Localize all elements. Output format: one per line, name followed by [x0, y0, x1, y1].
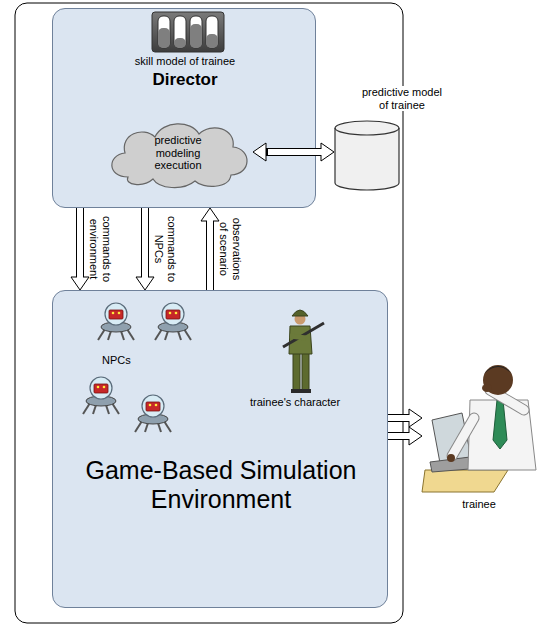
npc-robot	[135, 395, 171, 432]
character-label: trainee's character	[250, 396, 340, 409]
trainee-figure	[483, 365, 513, 395]
connector-label: commands to environment	[88, 213, 113, 285]
box-text: skill model of trainee	[53, 55, 317, 68]
arrow-fill	[207, 219, 213, 290]
npc-robot	[83, 377, 119, 414]
soldier-figure	[292, 310, 308, 316]
outer-frame	[15, 3, 403, 623]
skill-meter-icon	[190, 16, 202, 48]
soldier-figure	[283, 323, 324, 347]
skill-meter-icon	[158, 28, 170, 48]
block-arrow	[201, 208, 219, 290]
skill-meter-icon	[206, 34, 218, 48]
soldier-figure	[293, 352, 300, 390]
cloud-outline	[112, 124, 247, 188]
trainee-figure	[452, 418, 474, 456]
arrow-fill	[268, 149, 323, 155]
skill-meter-icon	[174, 16, 186, 48]
npc-robot	[155, 303, 191, 340]
npc-robot	[98, 303, 134, 340]
trainee-figure	[447, 454, 455, 462]
soldier-figure	[301, 389, 311, 393]
arrow-fill	[388, 415, 411, 421]
skill-meter-icon	[158, 16, 170, 48]
skill-meter-icon	[206, 16, 218, 48]
trainee-figure	[452, 418, 474, 456]
cloud-shape: predictive modeling execution	[103, 117, 253, 189]
trainee-figure	[422, 470, 508, 492]
box-text: predictive model of trainee	[356, 86, 448, 111]
soldier-figure	[283, 310, 324, 393]
block-arrow	[253, 143, 334, 161]
skill-meter-icon	[190, 24, 202, 48]
arrow-fill	[142, 208, 148, 279]
skill-meter-icon	[152, 12, 224, 52]
connector-label: observations of scenario	[218, 213, 243, 285]
npc-robots	[83, 303, 191, 432]
box-title: Director	[53, 70, 317, 90]
arrow-head	[253, 143, 266, 161]
database-cylinder: predictive model of trainee	[334, 86, 446, 192]
npc-label: NPCs	[102, 354, 131, 367]
environment-box: Game-Based Simulation Environment	[52, 290, 388, 608]
trainee-figure	[493, 400, 507, 449]
box-text: predictive modeling execution	[136, 134, 220, 172]
trainee-figure	[422, 365, 536, 492]
connector-label: commands to NPCs	[153, 213, 178, 285]
box-text: Game-Based Simulation Environment	[53, 456, 389, 514]
cylinder-outline	[335, 128, 399, 135]
soldier-figure	[290, 336, 306, 338]
cylinder-outline	[334, 120, 400, 192]
box-text: trainee	[422, 498, 536, 511]
skill-meter-icon	[174, 38, 186, 48]
block-arrow	[136, 208, 154, 290]
soldier-figure	[302, 352, 309, 390]
arrow-fill	[77, 208, 83, 279]
cylinder-outline	[335, 121, 399, 190]
soldier-figure	[291, 389, 301, 393]
trainee-figure	[482, 384, 492, 392]
block-arrow	[71, 208, 89, 290]
block-arrow	[388, 409, 422, 427]
skill-meter-icon	[152, 12, 224, 52]
trainee-figure	[484, 366, 512, 374]
arrow-fill	[388, 433, 411, 439]
block-arrow	[388, 427, 422, 445]
